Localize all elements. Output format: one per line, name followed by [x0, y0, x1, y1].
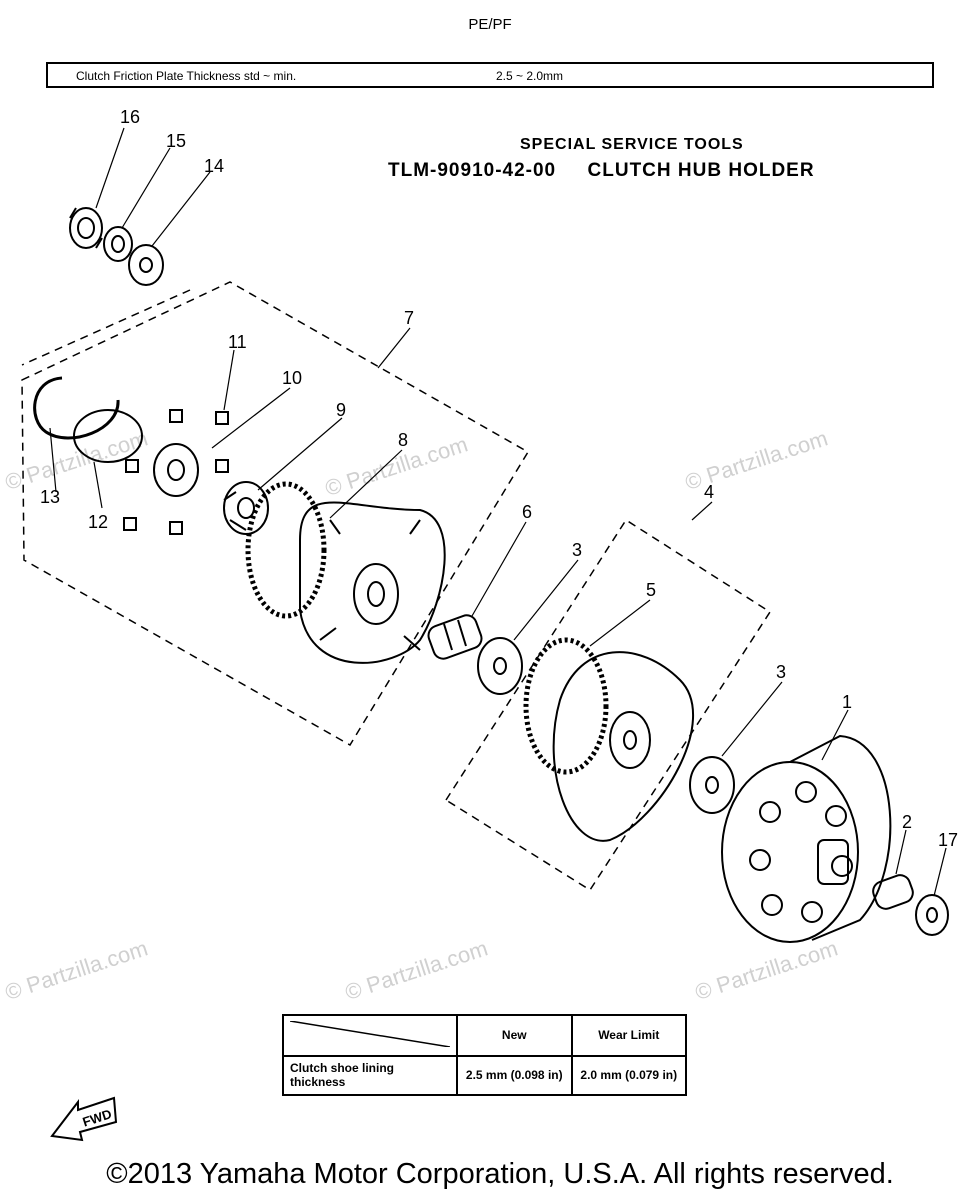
sleeve-part: [872, 874, 914, 910]
tool-line: TLM-90910-42-00 CLUTCH HUB HOLDER: [388, 160, 815, 182]
special-tools-title: SPECIAL SERVICE TOOLS: [520, 136, 744, 153]
tool-name: CLUTCH HUB HOLDER: [587, 160, 815, 181]
spec-value: 2.5 ~ 2.0mm: [496, 69, 564, 83]
callout-7: 7: [404, 308, 414, 328]
callout-6: 6: [522, 502, 532, 522]
spec-label: Clutch Friction Plate Thickness std ~ mi…: [76, 69, 297, 83]
nut-part: [69, 207, 103, 249]
copyright-footer: ©2013 Yamaha Motor Corporation, U.S.A. A…: [106, 1158, 894, 1190]
callout-15: 15: [166, 131, 186, 151]
table-cell-new: 2.5 mm (0.098 in): [456, 1054, 573, 1097]
callout-2: 2: [902, 812, 912, 832]
callout-10: 10: [282, 368, 302, 388]
table-corner-cell: [282, 1014, 458, 1057]
washer-part: [477, 637, 523, 695]
one-way-hub-part: [123, 409, 229, 535]
diagonal-slash: [289, 1020, 451, 1048]
table-header-new: New: [456, 1014, 573, 1057]
table-cell-wear-limit: 2.0 mm (0.079 in): [570, 1054, 687, 1097]
washer-part: [128, 244, 164, 286]
washer-part: [103, 226, 133, 262]
callout-13: 13: [40, 487, 60, 507]
clutch-shoe-part: [552, 651, 694, 842]
callout-14: 14: [204, 156, 224, 176]
washer-part: [689, 756, 735, 814]
bushing-part: [427, 614, 483, 660]
callout-4: 4: [704, 482, 714, 502]
circlip-part: [33, 376, 120, 440]
clutch-drum-part: [721, 734, 892, 943]
callout-11: 11: [228, 332, 247, 352]
callout-3b: 3: [776, 662, 786, 682]
boss-part: [223, 481, 269, 535]
callout-16: 16: [120, 107, 140, 127]
callout-12: 12: [88, 512, 108, 532]
model-header: PE/PF: [468, 16, 512, 33]
callout-1: 1: [842, 692, 852, 712]
callout-5: 5: [646, 580, 656, 600]
group-box-7: [21, 281, 530, 747]
callout-9: 9: [336, 400, 346, 420]
spring-part: [245, 481, 327, 619]
callout-3: 3: [572, 540, 582, 560]
spring-part: [523, 637, 609, 775]
lining-spec-table: New Wear Limit Clutch shoe lining thickn…: [282, 1014, 687, 1097]
clutch-carrier-part: [299, 501, 446, 664]
friction-plate-spec-box: Clutch Friction Plate Thickness std ~ mi…: [46, 62, 934, 88]
table-row-label: Clutch shoe lining thickness: [282, 1054, 458, 1097]
table-header-wear-limit: Wear Limit: [570, 1014, 687, 1057]
forward-arrow-icon: FWD: [50, 1096, 118, 1142]
callout-17: 17: [938, 830, 958, 850]
washer-part: [915, 894, 949, 936]
callout-8: 8: [398, 430, 408, 450]
tool-part-number: TLM-90910-42-00: [388, 160, 557, 181]
ring-part: [73, 409, 143, 463]
